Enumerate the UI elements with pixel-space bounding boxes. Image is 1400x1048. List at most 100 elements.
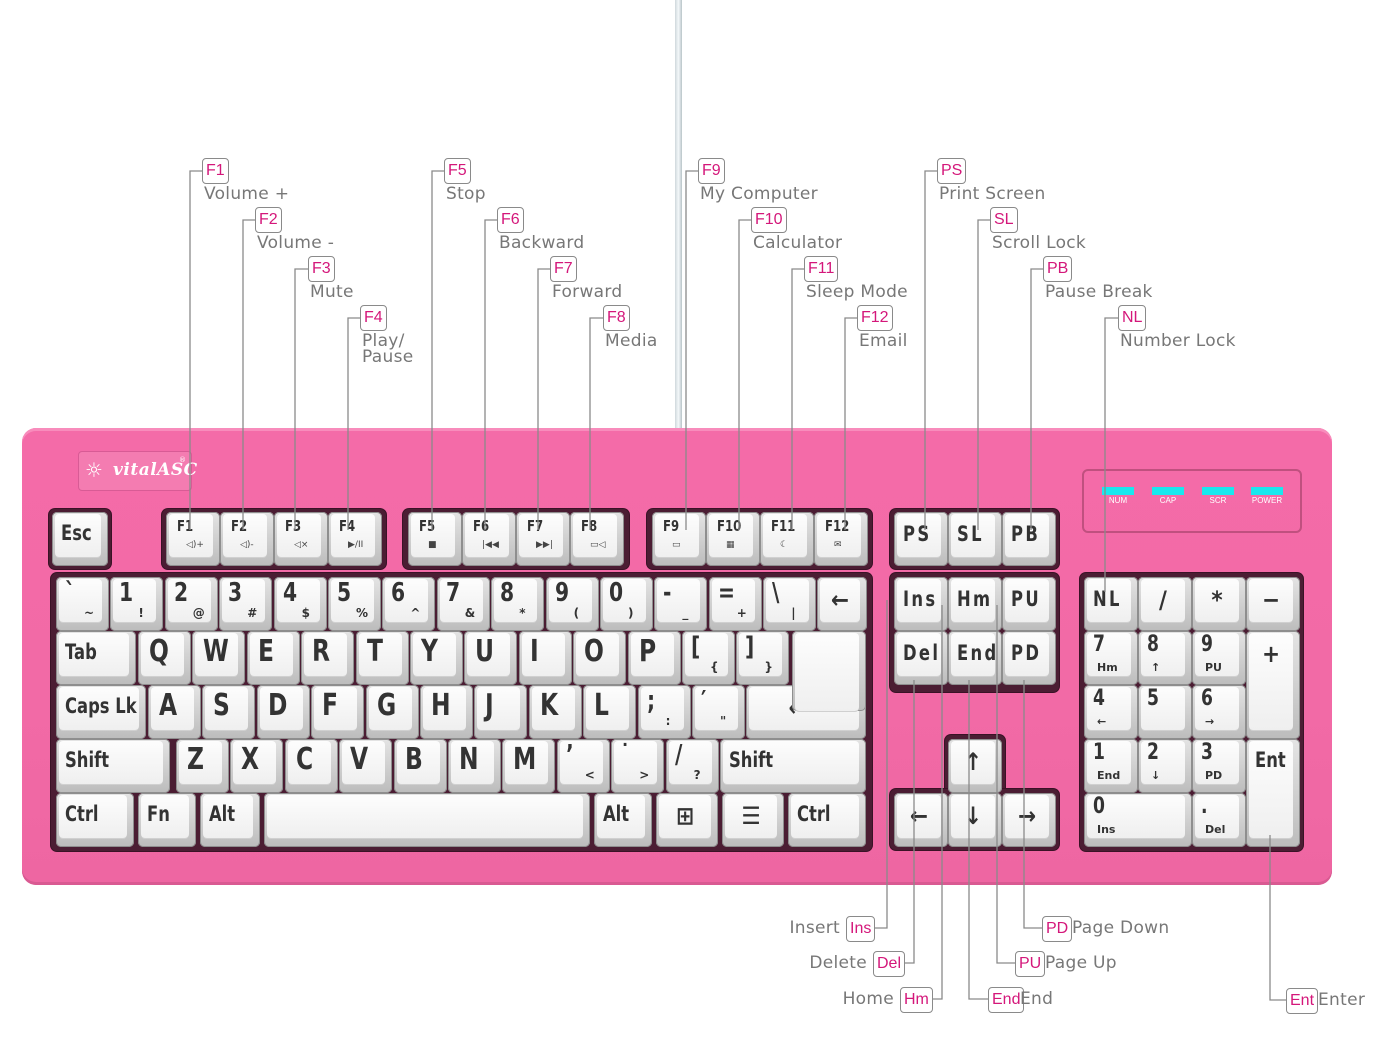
key-k75[interactable]: ☰ bbox=[722, 793, 784, 847]
key-v[interactable]: V bbox=[339, 739, 393, 793]
key-f[interactable]: F bbox=[311, 685, 365, 739]
key-k[interactable]: K bbox=[528, 685, 582, 739]
key-e[interactable]: E bbox=[246, 631, 300, 685]
key-6[interactable]: 6^ bbox=[382, 577, 436, 631]
key-k42[interactable]: [{ bbox=[682, 631, 735, 685]
key-k90[interactable]: − bbox=[1246, 577, 1300, 631]
key-f4[interactable]: F4▶/II bbox=[328, 512, 382, 566]
key-o[interactable]: O bbox=[573, 631, 627, 685]
key-space[interactable] bbox=[264, 793, 590, 847]
key-x[interactable]: X bbox=[230, 739, 284, 793]
key-end[interactable]: End bbox=[948, 631, 1002, 685]
key-4[interactable]: 4← bbox=[1084, 685, 1138, 739]
key-esc[interactable]: Esc bbox=[52, 512, 108, 566]
key-r[interactable]: R bbox=[301, 631, 355, 685]
key-6[interactable]: 6→ bbox=[1192, 685, 1246, 739]
key-t[interactable]: T bbox=[355, 631, 409, 685]
key-8[interactable]: 8↑ bbox=[1138, 631, 1192, 685]
key-alt[interactable]: Alt bbox=[200, 793, 260, 847]
key-shift[interactable]: Shift bbox=[56, 739, 170, 793]
key-k84[interactable]: ← bbox=[894, 793, 948, 847]
key-k54[interactable]: ;: bbox=[637, 685, 691, 739]
key-hm[interactable]: Hm bbox=[948, 577, 1002, 631]
key-f3[interactable]: F3◁× bbox=[274, 512, 328, 566]
key-f7[interactable]: F7▶▶| bbox=[516, 512, 570, 566]
key-q[interactable]: Q bbox=[138, 631, 191, 685]
key-f8[interactable]: F8▭◁ bbox=[570, 512, 624, 566]
key-k65[interactable]: ’< bbox=[556, 739, 610, 793]
key-f11[interactable]: F11☾ bbox=[760, 512, 814, 566]
key-k83[interactable]: ↑ bbox=[948, 739, 1002, 793]
key-5[interactable]: 5 bbox=[1138, 685, 1192, 739]
key-u[interactable]: U bbox=[464, 631, 518, 685]
key-pb[interactable]: PB bbox=[1002, 512, 1056, 566]
key-y[interactable]: Y bbox=[410, 631, 463, 685]
key-w[interactable]: W bbox=[192, 631, 246, 685]
key-k27[interactable]: -_ bbox=[654, 577, 708, 631]
key-f5[interactable]: F5■ bbox=[408, 512, 462, 566]
key-l[interactable]: L bbox=[583, 685, 637, 739]
key-k94[interactable]: + bbox=[1246, 631, 1300, 739]
key-f9[interactable]: F9▭ bbox=[652, 512, 706, 566]
key-f12[interactable]: F12✉ bbox=[814, 512, 868, 566]
key-k55[interactable]: ′" bbox=[692, 685, 745, 739]
key-ent[interactable]: Ent bbox=[1246, 739, 1300, 847]
key-p[interactable]: P bbox=[627, 631, 681, 685]
key-tab[interactable]: Tab bbox=[56, 631, 136, 685]
key-ins[interactable]: Ins bbox=[894, 577, 948, 631]
key-k74[interactable]: ⊞ bbox=[656, 793, 718, 847]
key-h[interactable]: H bbox=[420, 685, 473, 739]
key-a[interactable]: A bbox=[148, 685, 201, 739]
key-f2[interactable]: F2◁)- bbox=[220, 512, 274, 566]
key-i[interactable]: I bbox=[518, 631, 572, 685]
key-k30[interactable]: ← bbox=[817, 577, 867, 631]
key-f1[interactable]: F1◁)+ bbox=[166, 512, 220, 566]
key-k43[interactable]: ]} bbox=[736, 631, 790, 685]
key-shift[interactable]: Shift bbox=[720, 739, 866, 793]
key-fn[interactable]: Fn bbox=[138, 793, 196, 847]
key-ps[interactable]: PS bbox=[894, 512, 948, 566]
key-5[interactable]: 5% bbox=[328, 577, 381, 631]
key-capslk[interactable]: Caps Lk bbox=[56, 685, 146, 739]
key-pu[interactable]: PU bbox=[1002, 577, 1056, 631]
key-9[interactable]: 9( bbox=[545, 577, 599, 631]
key-k29[interactable]: \| bbox=[763, 577, 817, 631]
key-b[interactable]: B bbox=[393, 739, 447, 793]
key-k28[interactable]: =+ bbox=[708, 577, 762, 631]
key-k86[interactable]: → bbox=[1002, 793, 1056, 847]
key-4[interactable]: 4$ bbox=[273, 577, 327, 631]
key-n[interactable]: N bbox=[448, 739, 501, 793]
key-m[interactable]: M bbox=[502, 739, 556, 793]
key-k89[interactable]: * bbox=[1192, 577, 1246, 631]
key-7[interactable]: 7& bbox=[436, 577, 490, 631]
enter-key-upper[interactable] bbox=[792, 631, 866, 711]
key-8[interactable]: 8* bbox=[491, 577, 545, 631]
key-c[interactable]: C bbox=[284, 739, 338, 793]
key-nl[interactable]: NL bbox=[1084, 577, 1138, 631]
key-ctrl[interactable]: Ctrl bbox=[788, 793, 866, 847]
key-sl[interactable]: SL bbox=[948, 512, 1002, 566]
key-g[interactable]: G bbox=[365, 685, 419, 739]
key-del[interactable]: Del bbox=[894, 631, 948, 685]
key-k88[interactable]: / bbox=[1138, 577, 1192, 631]
key-alt[interactable]: Alt bbox=[594, 793, 652, 847]
key-d[interactable]: D bbox=[256, 685, 310, 739]
key-k66[interactable]: ˙> bbox=[611, 739, 665, 793]
key-2[interactable]: 2@ bbox=[164, 577, 218, 631]
key-k85[interactable]: ↓ bbox=[948, 793, 1002, 847]
key-2[interactable]: 2↓ bbox=[1138, 739, 1192, 793]
key-f10[interactable]: F10▦ bbox=[706, 512, 760, 566]
key-k67[interactable]: /? bbox=[665, 739, 719, 793]
key-s[interactable]: S bbox=[202, 685, 256, 739]
key-0[interactable]: 0) bbox=[600, 577, 653, 631]
key-k16[interactable]: `~ bbox=[56, 577, 109, 631]
key-3[interactable]: 3# bbox=[219, 577, 273, 631]
key-pd[interactable]: PD bbox=[1002, 631, 1056, 685]
key-j[interactable]: J bbox=[474, 685, 528, 739]
key-ctrl[interactable]: Ctrl bbox=[56, 793, 134, 847]
